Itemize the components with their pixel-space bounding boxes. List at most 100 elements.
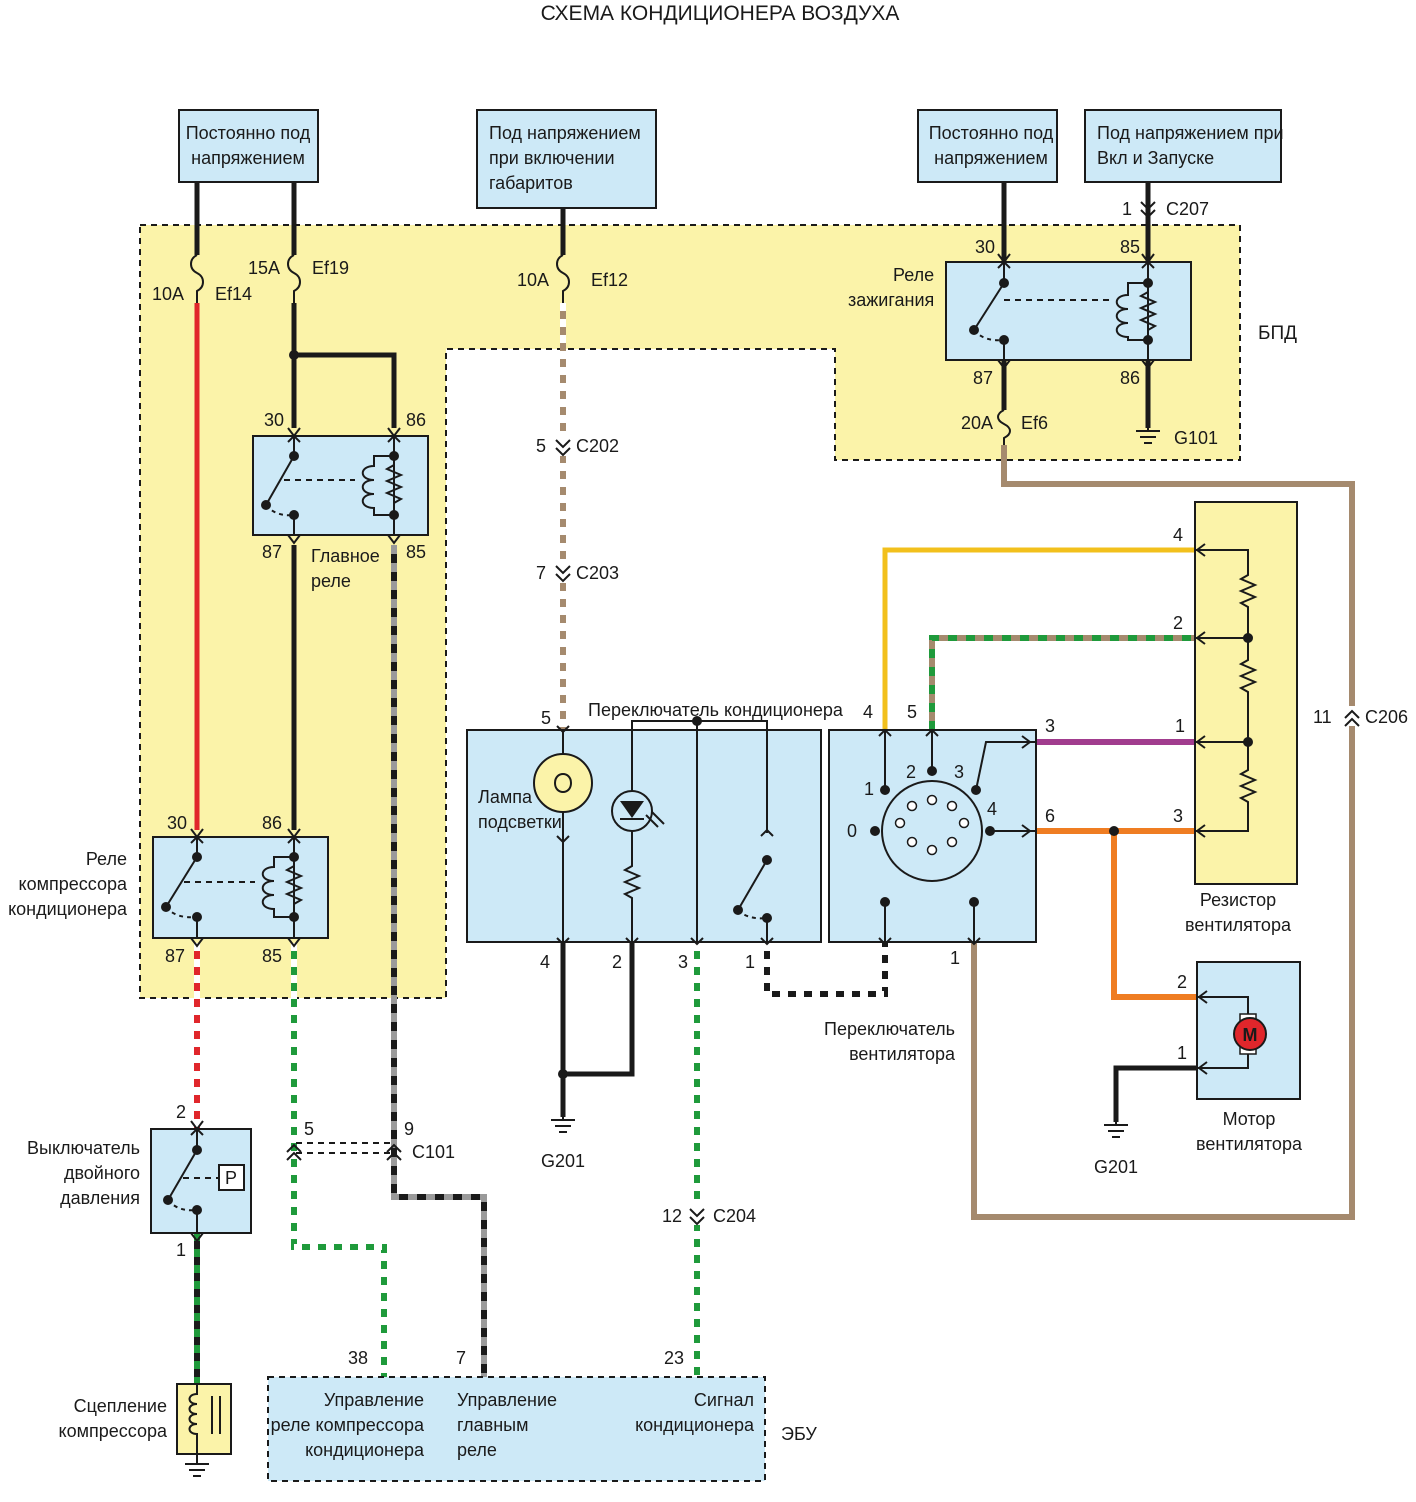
ground-g201-ac: G201 — [541, 1069, 585, 1171]
svg-text:30: 30 — [264, 410, 284, 430]
svg-text:G201: G201 — [1094, 1157, 1138, 1177]
source-const-left: Постоянно под напряжением — [178, 109, 319, 183]
svg-text:C206: C206 — [1365, 707, 1408, 727]
svg-text:C101: C101 — [412, 1142, 455, 1162]
connector-c204: 12 C204 — [662, 1205, 756, 1226]
svg-text:напряжением: напряжением — [934, 148, 1048, 168]
svg-text:Постоянно под: Постоянно под — [929, 123, 1054, 143]
svg-text:реле компрессора: реле компрессора — [271, 1415, 425, 1435]
svg-text:M: M — [1243, 1025, 1258, 1045]
svg-text:компрессора: компрессора — [19, 874, 128, 894]
svg-text:Вкл и Запуске: Вкл и Запуске — [1097, 148, 1214, 168]
svg-text:вентилятора: вентилятора — [849, 1044, 956, 1064]
svg-text:напряжением: напряжением — [191, 148, 305, 168]
svg-text:Переключатель кондиционера: Переключатель кондиционера — [588, 700, 844, 720]
svg-text:87: 87 — [165, 946, 185, 966]
svg-text:вентилятора: вентилятора — [1196, 1134, 1303, 1154]
svg-text:Реле: Реле — [893, 265, 934, 285]
fuse-ef6: 20A Ef6 — [961, 409, 1048, 445]
svg-text:87: 87 — [262, 542, 282, 562]
svg-text:4: 4 — [863, 702, 873, 722]
svg-text:двойного: двойного — [64, 1163, 140, 1183]
svg-text:23: 23 — [664, 1348, 684, 1368]
svg-text:1: 1 — [1122, 199, 1132, 219]
svg-text:Мотор: Мотор — [1223, 1109, 1276, 1129]
ignition-relay: Реле зажигания 30 85 87 86 — [848, 237, 1192, 388]
svg-text:20A: 20A — [961, 413, 993, 433]
svg-text:2: 2 — [612, 952, 622, 972]
svg-text:6: 6 — [1045, 806, 1055, 826]
svg-text:87: 87 — [973, 368, 993, 388]
svg-text:кондиционера: кондиционера — [305, 1440, 425, 1460]
svg-text:10A: 10A — [517, 270, 549, 290]
svg-text:C203: C203 — [576, 563, 619, 583]
fan-motor: M 2 1 Мотор вентилятора — [1177, 961, 1303, 1154]
fuse-box-label: БПД — [1258, 323, 1297, 344]
svg-text:30: 30 — [167, 813, 187, 833]
wires — [194, 182, 1355, 1384]
svg-text:85: 85 — [406, 542, 426, 562]
svg-text:0: 0 — [847, 821, 857, 841]
svg-text:Ef19: Ef19 — [312, 258, 349, 278]
svg-text:86: 86 — [262, 813, 282, 833]
ground-g201-motor: G201 — [1094, 1122, 1138, 1177]
svg-text:3: 3 — [1045, 716, 1055, 736]
dual-pressure-switch: P 2 1 Выключатель двойного давления — [27, 1102, 252, 1260]
svg-text:30: 30 — [975, 237, 995, 257]
svg-text:15A: 15A — [248, 258, 280, 278]
connector-c101: 5 9 C101 — [286, 1119, 455, 1162]
svg-text:Сигнал: Сигнал — [694, 1390, 754, 1410]
svg-text:C202: C202 — [576, 436, 619, 456]
compressor-relay: 30 86 87 85 Реле компрессора кондиционер… — [8, 813, 329, 966]
svg-text:реле: реле — [457, 1440, 497, 1460]
svg-text:Переключатель: Переключатель — [824, 1019, 955, 1039]
svg-text:1: 1 — [1177, 1043, 1187, 1063]
svg-text:3: 3 — [954, 762, 964, 782]
fuse-ef14: 10A Ef14 — [152, 254, 252, 304]
svg-text:85: 85 — [262, 946, 282, 966]
svg-text:4: 4 — [987, 799, 997, 819]
svg-text:Управление: Управление — [324, 1390, 424, 1410]
svg-text:3: 3 — [678, 952, 688, 972]
svg-text:Сцепление: Сцепление — [74, 1396, 167, 1416]
svg-text:подсветки: подсветки — [478, 812, 562, 832]
svg-text:C204: C204 — [713, 1206, 756, 1226]
svg-text:реле: реле — [311, 571, 351, 591]
svg-text:7: 7 — [536, 563, 546, 583]
svg-text:2: 2 — [176, 1102, 186, 1122]
svg-text:Ef12: Ef12 — [591, 270, 628, 290]
splice-ef19 — [289, 350, 299, 360]
svg-text:кондиционера: кондиционера — [635, 1415, 755, 1435]
svg-text:86: 86 — [406, 410, 426, 430]
svg-text:C207: C207 — [1166, 199, 1209, 219]
svg-text:86: 86 — [1120, 368, 1140, 388]
fuse-ef19: 15A Ef19 — [248, 254, 349, 303]
svg-text:1: 1 — [950, 948, 960, 968]
svg-text:Ef6: Ef6 — [1021, 413, 1048, 433]
svg-text:компрессора: компрессора — [59, 1421, 168, 1441]
svg-text:1: 1 — [176, 1240, 186, 1260]
source-const-right: Постоянно под напряжением — [917, 109, 1058, 183]
svg-text:кондиционера: кондиционера — [8, 899, 128, 919]
svg-text:Ef14: Ef14 — [215, 284, 252, 304]
svg-text:при включении: при включении — [489, 148, 615, 168]
svg-text:Реле: Реле — [86, 849, 127, 869]
main-relay: 30 86 87 85 Главное реле — [252, 410, 429, 591]
ac-switch: Переключатель кондиционера 5 Лампа подсв… — [466, 700, 844, 972]
svg-text:3: 3 — [1173, 806, 1183, 826]
connector-c203: 7 C203 — [536, 562, 619, 583]
source-parking-lights: Под напряжением при включении габаритов — [476, 109, 657, 209]
svg-text:4: 4 — [1173, 525, 1183, 545]
svg-text:5: 5 — [536, 436, 546, 456]
svg-text:2: 2 — [1173, 613, 1183, 633]
orange-splice — [1109, 826, 1119, 836]
svg-text:Под напряжением: Под напряжением — [489, 123, 641, 143]
svg-text:давления: давления — [60, 1188, 140, 1208]
svg-text:1: 1 — [864, 779, 874, 799]
svg-text:G101: G101 — [1174, 428, 1218, 448]
svg-text:Управление: Управление — [457, 1390, 557, 1410]
connector-c202: 5 C202 — [536, 436, 619, 457]
svg-text:11: 11 — [1313, 707, 1332, 727]
svg-text:Главное: Главное — [311, 546, 380, 566]
svg-text:ЭБУ: ЭБУ — [781, 1424, 817, 1444]
